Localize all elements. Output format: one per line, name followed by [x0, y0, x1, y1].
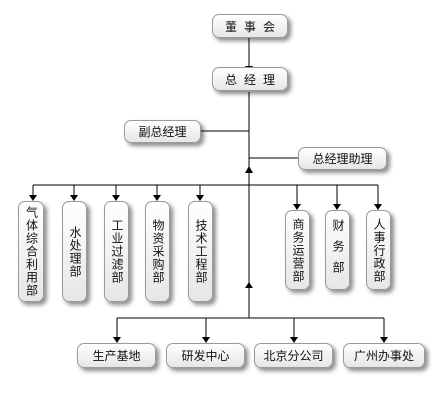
dept-industrial-filtration-node: 工业过滤部: [104, 201, 129, 302]
dept-finance-node: 财务部: [325, 210, 350, 290]
guangzhou-office-node: 广州办事处: [343, 343, 425, 368]
general-manager-assistant-node: 总经理助理: [298, 147, 387, 170]
dept-procurement-node: 物资采购部: [145, 201, 170, 302]
deputy-general-manager-node: 副总经理: [124, 120, 201, 143]
production-base-node: 生产基地: [77, 343, 156, 368]
dept-technical-engineering-node: 技术工程部: [188, 201, 213, 302]
dept-gas-utilization-node: 气体综合利用部: [18, 201, 44, 302]
dept-hr-admin-node: 人事行政部: [366, 210, 391, 290]
general-manager-node: 总经理: [212, 67, 288, 91]
dept-water-treatment-node: 水处理部: [62, 201, 87, 302]
rd-center-node: 研发中心: [166, 343, 245, 368]
dept-business-operations-node: 商务运营部: [285, 210, 310, 290]
beijing-branch-node: 北京分公司: [254, 343, 333, 368]
board-node: 董事会: [212, 14, 288, 38]
